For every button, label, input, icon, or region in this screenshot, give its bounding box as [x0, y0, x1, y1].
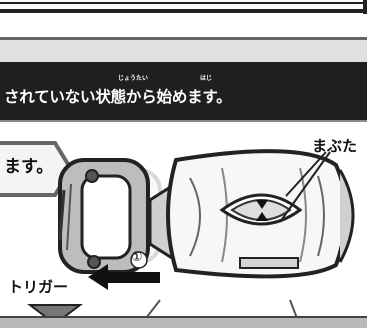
step-number: ①: [131, 250, 143, 265]
ruby-haji: はじ: [200, 75, 213, 82]
push-arrow: [88, 264, 160, 290]
ruby-jotai: じょうたい: [118, 75, 149, 82]
label-mabuta: まぶた: [312, 137, 358, 155]
top-rule-thin: [0, 2, 367, 4]
corner-bar: [363, 0, 367, 14]
ray-left: [143, 299, 161, 320]
ray-right: [289, 299, 299, 320]
device-illustration: [27, 149, 355, 320]
label-trigger: トリガー: [8, 278, 69, 296]
top-border: [0, 0, 367, 14]
banner-text: されていない状態から始めます。: [4, 88, 232, 106]
bottom-band: [0, 316, 367, 328]
instruction-banner: じょうたい はじ されていない状態から始めます。: [0, 62, 367, 122]
step-marker-circle: [130, 251, 148, 269]
callout-text: ます。: [4, 157, 54, 177]
top-rule-thick: [0, 9, 367, 13]
section-stripe: [0, 37, 367, 62]
trigger-grip: [58, 158, 150, 274]
eye-lens: [219, 193, 303, 226]
down-triangle: [27, 304, 83, 320]
